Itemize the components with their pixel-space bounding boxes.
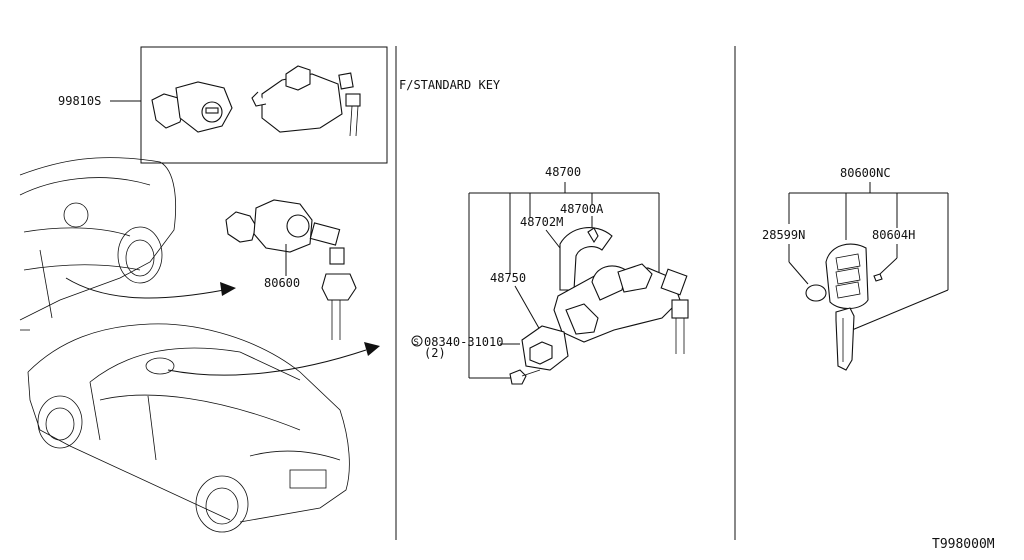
label-bolt-qty: (2) bbox=[424, 346, 446, 360]
leader-key-part-2 bbox=[879, 257, 898, 275]
label-lock-part-m: 48702M bbox=[520, 215, 563, 229]
battery-icon bbox=[805, 284, 827, 302]
arrow-1-head bbox=[220, 282, 236, 296]
car-lower-icon bbox=[27, 323, 350, 533]
label-switch: 48750 bbox=[490, 271, 526, 285]
car-upper-icon bbox=[19, 157, 176, 331]
label-steering-lock: 48700 bbox=[545, 165, 581, 179]
label-key-set: 80600NC bbox=[840, 166, 891, 180]
leader-switch-2 bbox=[514, 285, 541, 331]
switch-icon bbox=[521, 325, 569, 371]
arrow-2 bbox=[167, 349, 367, 376]
bolt-symbol-circle bbox=[411, 335, 423, 347]
bolt-symbol: S bbox=[414, 338, 419, 348]
bracket-key-blade bbox=[851, 289, 949, 331]
label-kit: 99810S bbox=[58, 94, 101, 108]
lock-set-icon bbox=[225, 199, 357, 340]
key-head-icon bbox=[825, 243, 869, 310]
kit-lock-icon bbox=[251, 65, 361, 137]
key-blade-icon bbox=[835, 307, 855, 371]
arrow-2-head bbox=[364, 342, 380, 356]
label-bolt-code: 08340-31010 bbox=[424, 335, 503, 349]
screw-icon bbox=[873, 273, 883, 282]
kit-cylinder-icon bbox=[151, 81, 233, 133]
leader-lock-part-m-2 bbox=[545, 229, 561, 249]
section-note: F/STANDARD KEY bbox=[399, 78, 501, 92]
bolt-icon bbox=[509, 369, 541, 385]
arrow-1 bbox=[65, 277, 225, 299]
label-lock-part-a: 48700A bbox=[560, 202, 604, 216]
label-battery: 28599N bbox=[762, 228, 805, 242]
leader-battery-2 bbox=[788, 261, 809, 285]
drawing-code: T998000M bbox=[932, 537, 995, 552]
kit-box bbox=[140, 46, 388, 164]
label-key-part: 80604H bbox=[872, 228, 915, 242]
label-lock-set: 80600 bbox=[264, 276, 300, 290]
steering-lock-icon bbox=[553, 227, 689, 354]
